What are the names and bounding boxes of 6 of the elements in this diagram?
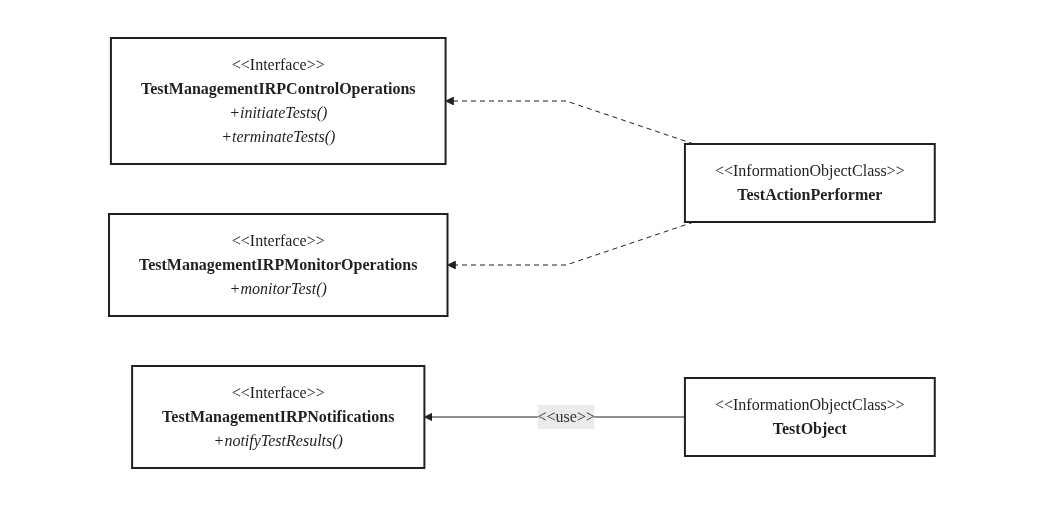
node-box: <<InformationObjectClass>> TestActionPerformer xyxy=(684,143,936,223)
node-box: <<Interface>> TestManagementIRPControlOperations +initiateTests() +terminateTests() xyxy=(110,37,447,165)
edge-label: <<use>> xyxy=(537,408,596,425)
node-box: <<Interface>> TestManagementIRPMonitorOperations +monitorTest() xyxy=(108,213,449,317)
node-box: <<InformationObjectClass>> TestObject xyxy=(684,377,936,457)
node-box: <<Interface>> TestManagementIRPNotifications +notifyTestResults() xyxy=(131,365,426,469)
